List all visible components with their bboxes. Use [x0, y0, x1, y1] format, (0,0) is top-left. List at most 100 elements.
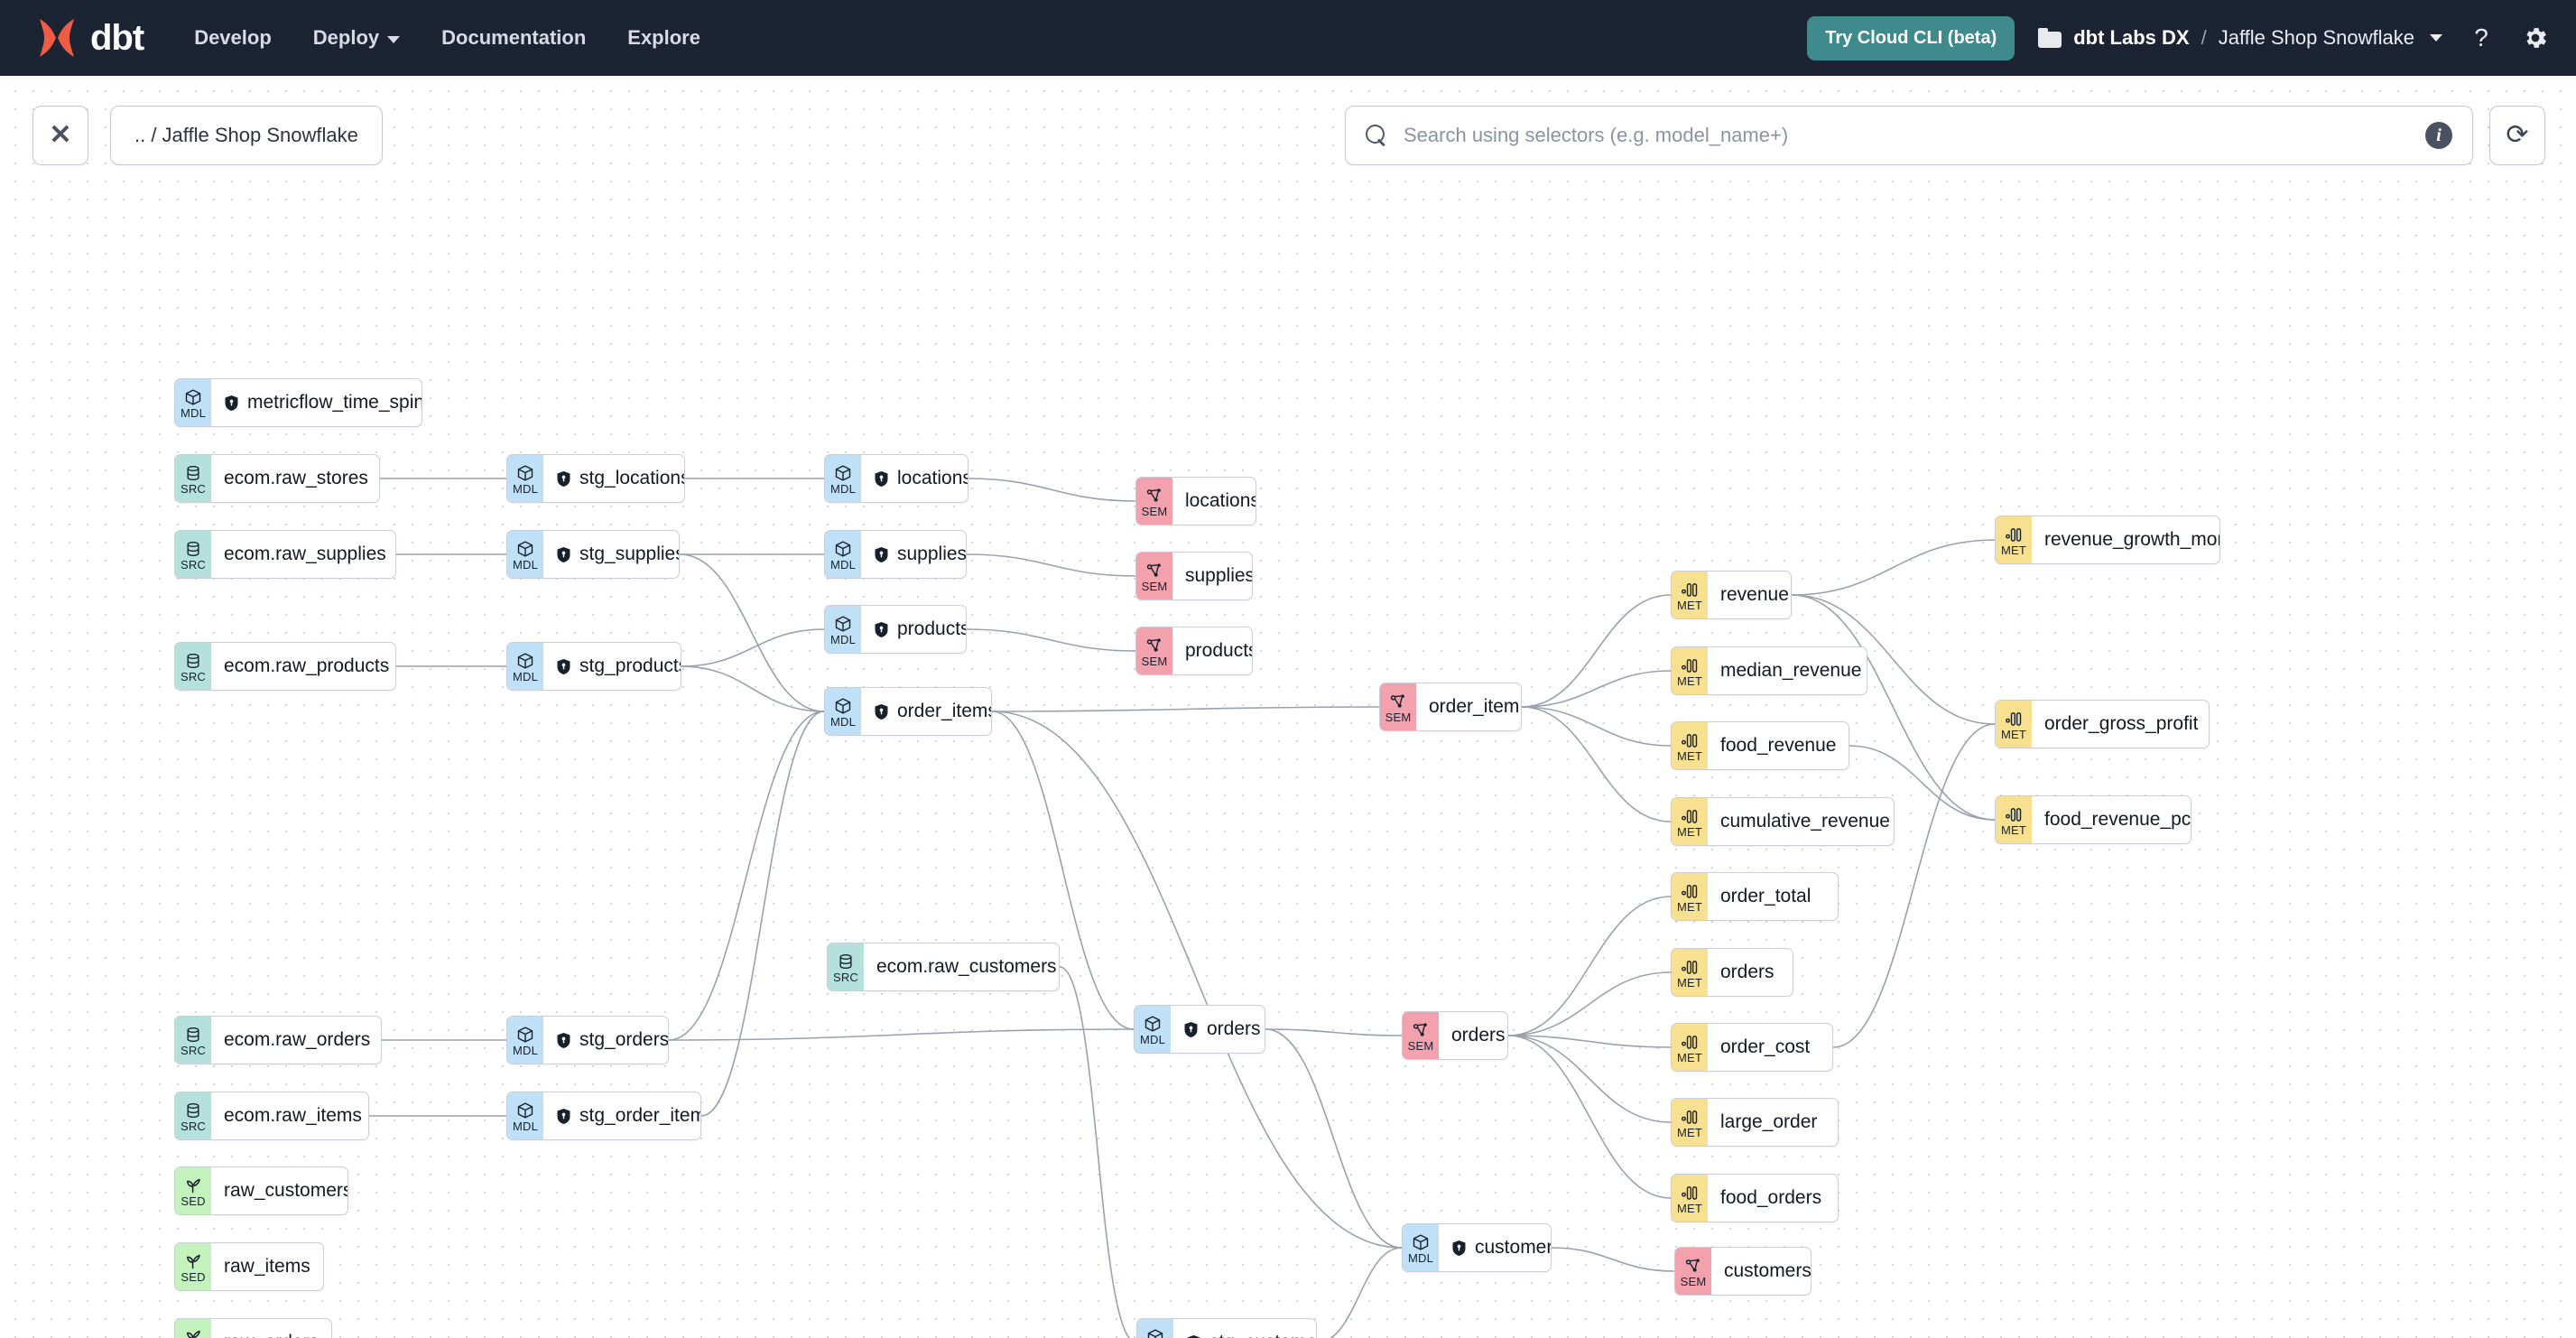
lineage-node-met_revenue_growth_mom[interactable]: MET revenue_growth_mom [1995, 516, 2220, 564]
search-input[interactable] [1404, 124, 2351, 147]
nav-label-explore: Explore [627, 26, 700, 49]
node-label: large_order [1720, 1111, 1818, 1132]
nav-item-develop[interactable]: Develop [194, 26, 272, 50]
src-type-badge: SRC [175, 643, 211, 690]
met-icon [1681, 1184, 1699, 1202]
node-label: customers [1724, 1260, 1812, 1281]
node-label: stg_products [579, 655, 681, 676]
src-icon [184, 464, 202, 482]
selector-search-box[interactable]: i [1345, 106, 2473, 165]
node-type-label: MDL [180, 405, 207, 420]
lineage-node-mdl_supplies[interactable]: MDL supplies [824, 530, 967, 579]
met-icon [1681, 958, 1699, 976]
node-body: order_cost [1708, 1024, 1824, 1071]
close-lineage-button[interactable]: ✕ [32, 106, 88, 165]
met-type-badge: MET [1672, 647, 1708, 694]
met-type-badge: MET [1672, 722, 1708, 769]
nav-item-deploy[interactable]: Deploy [313, 26, 401, 50]
lineage-breadcrumb-button[interactable]: .. / Jaffle Shop Snowflake [110, 106, 383, 165]
dbt-logo[interactable]: dbt [32, 14, 144, 62]
met-icon [1681, 882, 1699, 900]
breadcrumb-project-label: Jaffle Shop Snowflake [2218, 26, 2414, 49]
node-label: revenue_growth_mom [2044, 529, 2220, 550]
met-type-badge: MET [1672, 798, 1708, 845]
shield-icon [1186, 1334, 1201, 1338]
node-body: stg_products [543, 643, 681, 690]
help-icon[interactable]: ? [2474, 23, 2488, 51]
node-type-label: MDL [512, 669, 539, 683]
node-label: revenue [1720, 584, 1789, 605]
account-project-breadcrumb[interactable]: dbt Labs DX / Jaffle Shop Snowflake [2038, 26, 2442, 50]
lineage-edge [679, 553, 825, 712]
node-label: supplies [897, 544, 967, 564]
node-body: median_revenue [1708, 647, 1867, 694]
mdl-type-badge: MDL [825, 531, 861, 578]
info-icon[interactable]: i [2425, 122, 2452, 149]
sem-icon [1412, 1021, 1430, 1039]
chevron-down-icon [2430, 34, 2442, 42]
node-label: ecom.raw_items [224, 1105, 362, 1126]
lineage-edge [668, 711, 825, 1041]
node-type-label: MET [2000, 543, 2027, 557]
lineage-node-mdl_customers[interactable]: MDLcustomers [1402, 1223, 1552, 1272]
lineage-node-metricflow_time_spine[interactable]: MDL metricflow_time_spine [174, 378, 422, 427]
lineage-canvas[interactable]: ✕ .. / Jaffle Shop Snowflake i ⟳ MDL metr… [0, 76, 2576, 1338]
sem-icon [1145, 487, 1163, 505]
node-label: locations [1185, 490, 1256, 511]
node-body: ecom.raw_orders [211, 1017, 381, 1064]
nav-item-documentation[interactable]: Documentation [441, 26, 586, 50]
sem-icon [1145, 636, 1163, 655]
nav-item-explore[interactable]: Explore [627, 26, 700, 50]
mdl-type-badge: MDL [507, 1092, 543, 1139]
lineage-node-stg_products[interactable]: MDL stg_products [506, 642, 681, 691]
gear-icon[interactable] [2520, 23, 2551, 53]
src-icon [837, 952, 855, 971]
node-body: raw_customers [211, 1167, 347, 1214]
node-body: supplies [1172, 553, 1252, 599]
node-body: revenue [1708, 571, 1791, 618]
lineage-edge [1551, 1247, 1675, 1272]
met-type-badge: MET [1672, 1024, 1708, 1071]
node-body: order_gross_profit [2032, 701, 2209, 748]
refresh-button[interactable]: ⟳ [2489, 106, 2545, 165]
node-body: metricflow_time_spine [211, 379, 422, 426]
try-cloud-cli-button[interactable]: Try Cloud CLI (beta) [1807, 15, 2015, 60]
node-type-label: SEM [1141, 654, 1168, 668]
